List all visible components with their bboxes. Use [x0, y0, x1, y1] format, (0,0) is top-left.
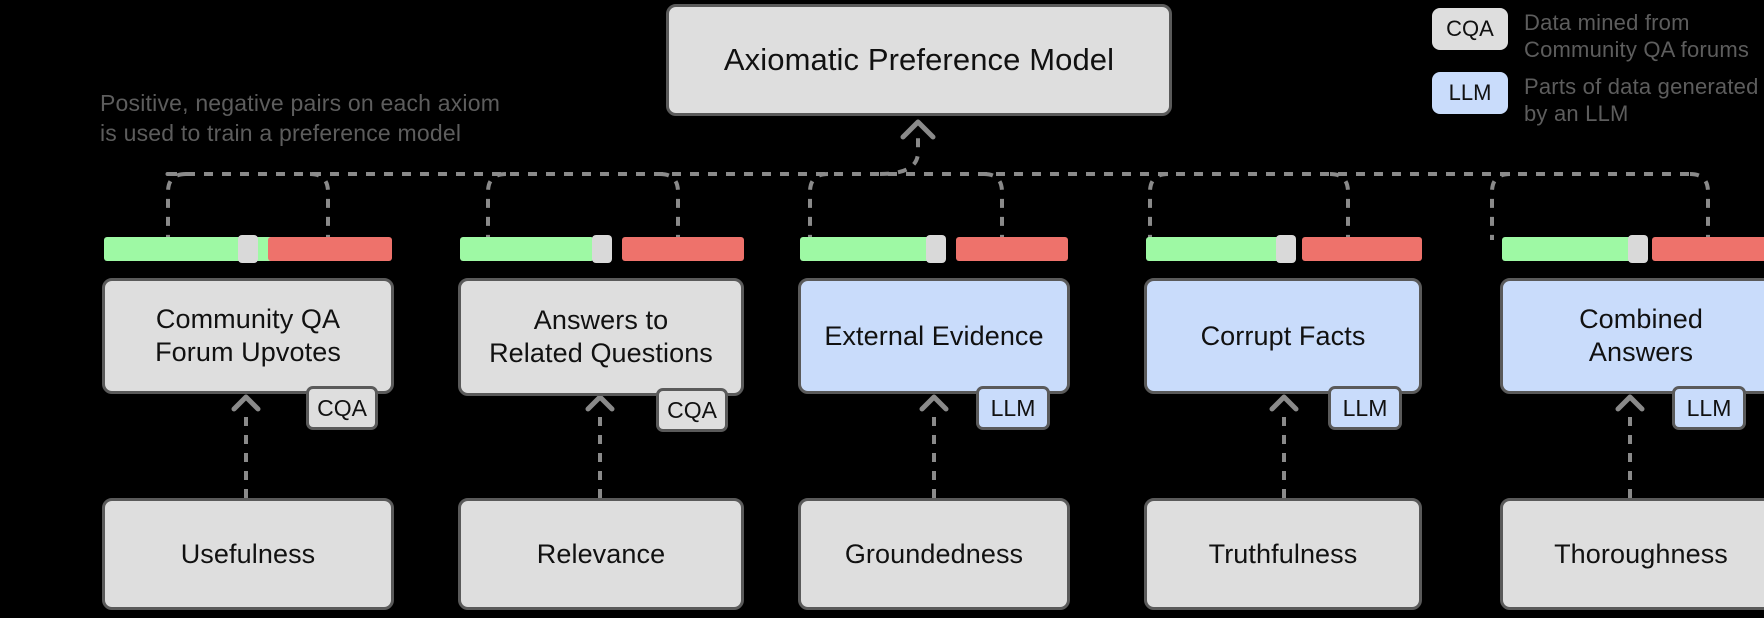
separator-bar-1 [238, 235, 258, 263]
training-note: Positive, negative pairs on each axiom i… [100, 90, 501, 147]
tag-cqa-2: CQA [656, 388, 728, 432]
source-node-answers-to-related-questions[interactable]: Answers to Related Questions [458, 278, 744, 396]
positive-bar-2 [460, 237, 594, 261]
axiom-node-truthfulness[interactable]: Truthfulness [1144, 498, 1422, 610]
source-node-corrupt-facts[interactable]: Corrupt Facts [1144, 278, 1422, 394]
tag-llm-3: LLM [976, 386, 1050, 430]
negative-bar-5 [1652, 237, 1764, 261]
source-node-external-evidence[interactable]: External Evidence [798, 278, 1070, 394]
source-node-community-qa-forum-upvotes[interactable]: Community QA Forum Upvotes [102, 278, 394, 394]
axiomatic-preference-model-node[interactable]: Axiomatic Preference Model [666, 4, 1172, 116]
legend-description-llm: Parts of data generated by an LLM [1524, 74, 1759, 127]
separator-bar-4 [1276, 235, 1296, 263]
axiom-node-thoroughness[interactable]: Thoroughness [1500, 498, 1764, 610]
tag-cqa-1: CQA [306, 386, 378, 430]
source-node-combined-answers[interactable]: Combined Answers [1500, 278, 1764, 394]
legend-description-cqa: Data mined from Community QA forums [1524, 10, 1750, 63]
negative-bar-3 [956, 237, 1068, 261]
legend-chip-cqa: CQA [1432, 8, 1508, 50]
axiom-node-usefulness[interactable]: Usefulness [102, 498, 394, 610]
negative-bar-2 [622, 237, 744, 261]
negative-bar-4 [1302, 237, 1422, 261]
positive-bar-5 [1502, 237, 1632, 261]
axiom-node-relevance[interactable]: Relevance [458, 498, 744, 610]
separator-bar-5 [1628, 235, 1648, 263]
tag-llm-4: LLM [1328, 386, 1402, 430]
positive-bar-3 [800, 237, 930, 261]
separator-bar-2 [592, 235, 612, 263]
negative-bar-1 [268, 237, 392, 261]
tag-llm-5: LLM [1672, 386, 1746, 430]
separator-bar-3 [926, 235, 946, 263]
legend-chip-llm: LLM [1432, 72, 1508, 114]
axiom-node-groundedness[interactable]: Groundedness [798, 498, 1070, 610]
positive-bar-4 [1146, 237, 1280, 261]
